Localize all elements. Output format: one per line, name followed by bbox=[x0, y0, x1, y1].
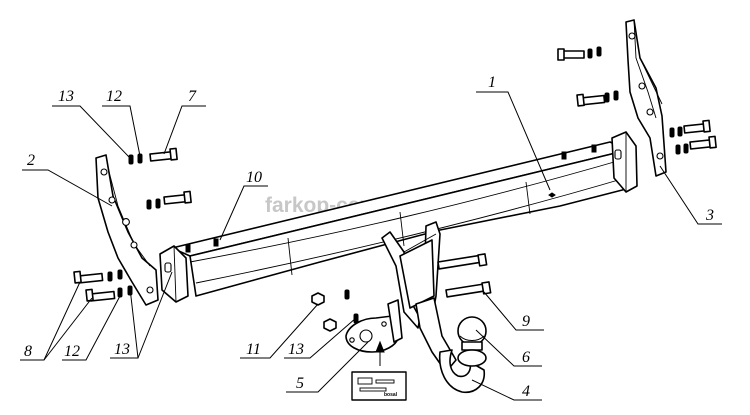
leader-lines bbox=[20, 91, 722, 401]
left-bracket bbox=[95, 154, 159, 306]
long-bolts bbox=[437, 253, 492, 298]
callout-5: 5 bbox=[296, 375, 304, 392]
callout-8: 8 bbox=[24, 343, 32, 360]
callout-9: 9 bbox=[522, 313, 530, 330]
callout-3: 3 bbox=[705, 207, 714, 224]
callout-13-bottom-left: 13 bbox=[114, 341, 130, 358]
brand-plate-label: bosal bbox=[384, 392, 398, 398]
callout-12-bottom: 12 bbox=[64, 343, 80, 360]
callout-labels: 1 2 3 4 5 6 7 8 9 10 11 12 12 13 13 13 bbox=[24, 74, 714, 400]
left-bolts bbox=[73, 147, 192, 302]
drawbar-assembly bbox=[381, 221, 457, 373]
right-bolts bbox=[557, 46, 717, 155]
callout-10: 10 bbox=[246, 169, 262, 186]
callout-4: 4 bbox=[522, 383, 530, 400]
socket-plate bbox=[345, 299, 403, 353]
callout-2: 2 bbox=[27, 152, 35, 169]
cross-beam bbox=[159, 131, 638, 303]
right-bracket bbox=[625, 19, 667, 177]
callout-11: 11 bbox=[246, 341, 261, 358]
callout-1: 1 bbox=[488, 74, 496, 91]
callout-7: 7 bbox=[188, 88, 197, 105]
socket-fasteners bbox=[311, 289, 359, 332]
tow-ball bbox=[457, 316, 487, 367]
brand-plate: bosal bbox=[351, 371, 407, 401]
callout-12-top: 12 bbox=[106, 88, 122, 105]
callout-6: 6 bbox=[522, 349, 530, 366]
callout-13-bottom-mid: 13 bbox=[288, 341, 304, 358]
callout-13-top: 13 bbox=[58, 88, 74, 105]
